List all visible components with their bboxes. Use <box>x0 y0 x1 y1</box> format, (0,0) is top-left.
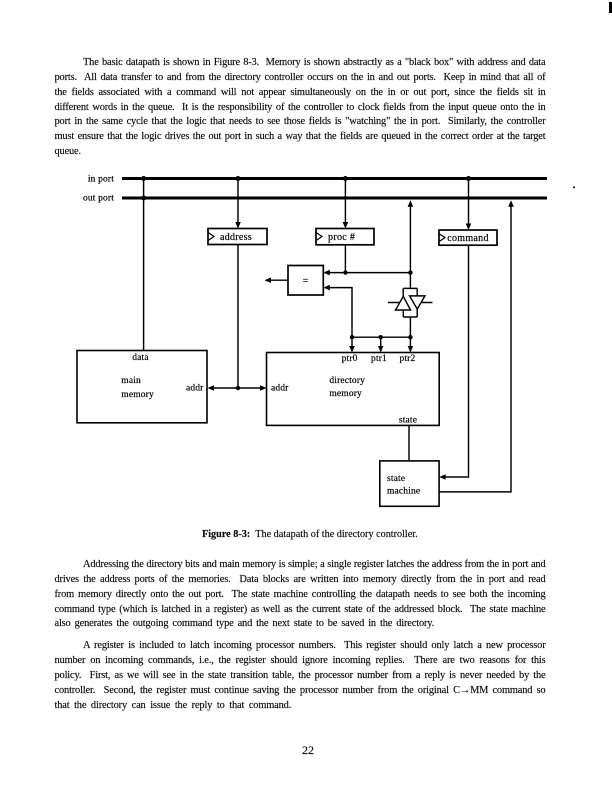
svg-text:addr: addr <box>271 384 289 394</box>
svg-text:address: address <box>220 232 252 243</box>
svg-text:in port: in port <box>88 175 114 185</box>
svg-text:directory: directory <box>329 376 365 386</box>
svg-text:data: data <box>132 353 149 363</box>
svg-text:command: command <box>447 233 489 244</box>
svg-text:ptr2: ptr2 <box>399 354 415 364</box>
svg-text:addr: addr <box>186 384 204 394</box>
svg-text:state: state <box>387 474 405 484</box>
svg-text:proc #: proc # <box>328 232 355 243</box>
svg-text:out port: out port <box>83 194 114 204</box>
svg-text:=: = <box>303 276 309 287</box>
svg-text:ptr1: ptr1 <box>371 354 387 364</box>
svg-text:memory: memory <box>329 389 362 399</box>
svg-text:ptr0: ptr0 <box>342 354 358 364</box>
svg-text:memory: memory <box>121 390 154 400</box>
svg-text:main: main <box>121 376 141 386</box>
svg-text:state: state <box>399 416 417 426</box>
svg-text:machine: machine <box>387 487 420 497</box>
